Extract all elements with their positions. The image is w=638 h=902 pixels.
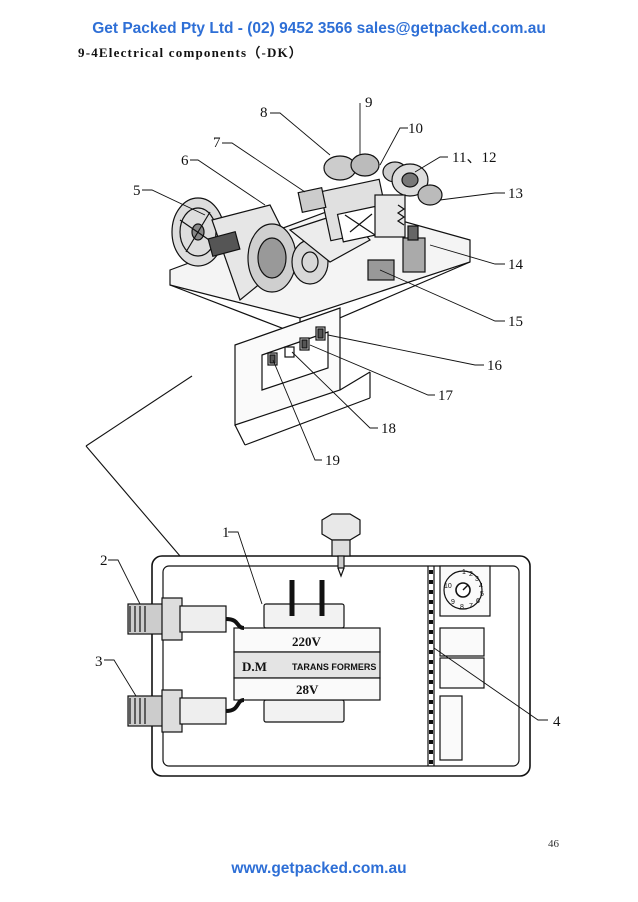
svg-text:2: 2 — [469, 571, 473, 578]
svg-text:8: 8 — [460, 604, 464, 611]
solenoid — [402, 237, 426, 273]
callout-18: 18 — [381, 421, 396, 437]
callout-13: 13 — [508, 186, 523, 202]
svg-text:6: 6 — [476, 598, 480, 605]
callout-9: 9 — [365, 95, 373, 111]
switch-18 — [284, 346, 295, 358]
callout-6: 6 — [181, 153, 189, 169]
svg-text:9: 9 — [451, 599, 455, 606]
pcb-board — [439, 695, 463, 761]
relay-lower — [439, 657, 485, 689]
callout-10: 10 — [408, 121, 423, 137]
svg-text:7: 7 — [469, 603, 473, 610]
callout-labels: 1 2 3 4 5 6 7 8 9 10 11、12 13 14 15 16 1… — [95, 95, 561, 730]
header-contact: Get Packed Pty Ltd - (02) 9452 3566 sale… — [92, 20, 546, 37]
svg-text:10: 10 — [444, 583, 452, 590]
callout-16: 16 — [487, 358, 503, 374]
callout-1: 1 — [222, 525, 230, 541]
section-title: 9-4Electrical components（-DK） — [78, 45, 304, 60]
timer-dial — [443, 570, 483, 610]
callout-5: 5 — [133, 183, 141, 199]
connector-lower — [127, 689, 245, 733]
callout-14: 14 — [508, 257, 524, 273]
transformer-brand: D.M — [242, 659, 267, 674]
transformer-type: TARANS FORMERS — [292, 662, 376, 672]
relay-upper — [439, 627, 485, 657]
callout-17: 17 — [438, 388, 454, 404]
svg-text:4: 4 — [479, 583, 483, 590]
callout-7: 7 — [213, 135, 221, 151]
transformer — [233, 580, 381, 723]
callout-3: 3 — [95, 654, 103, 670]
svg-text:5: 5 — [480, 591, 484, 598]
page-number: 46 — [548, 838, 559, 850]
footer-url: www.getpacked.com.au — [231, 860, 407, 877]
terminal-strip — [429, 570, 433, 764]
callout-4: 4 — [553, 714, 561, 730]
callout-19: 19 — [325, 453, 340, 469]
callout-11-12: 11、12 — [452, 150, 496, 166]
timer-dial-marks: 1 2 3 4 5 6 7 8 9 10 — [444, 569, 484, 611]
transformer-voltage-out: 28V — [296, 682, 319, 697]
svg-text:3: 3 — [475, 576, 479, 583]
callout-15: 15 — [508, 314, 523, 330]
callout-8: 8 — [260, 105, 268, 121]
callout-2: 2 — [100, 553, 108, 569]
adjust-knob — [321, 513, 361, 541]
transformer-voltage-in: 220V — [292, 634, 322, 649]
connector-upper — [127, 597, 245, 641]
svg-text:1: 1 — [462, 569, 466, 576]
